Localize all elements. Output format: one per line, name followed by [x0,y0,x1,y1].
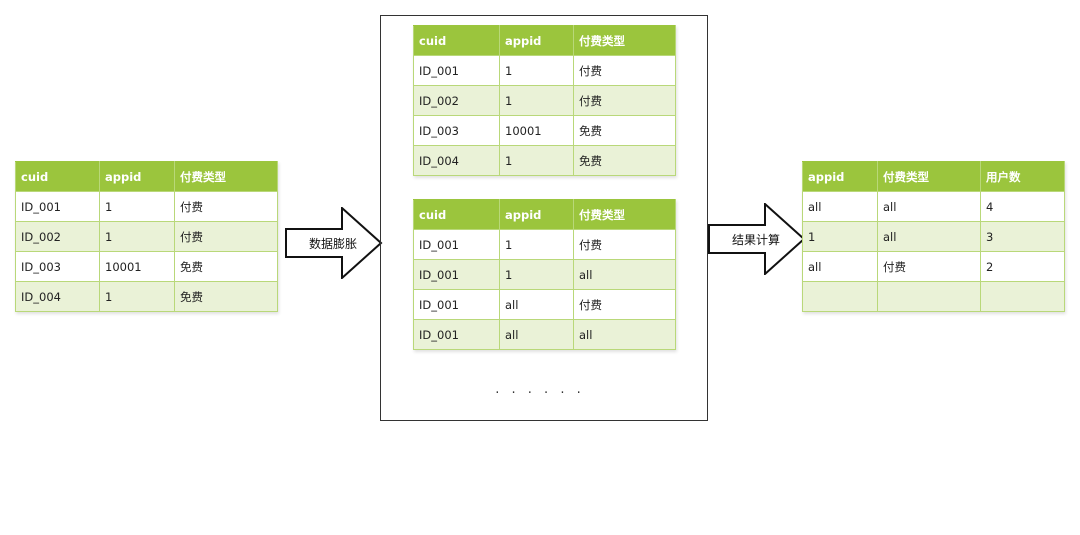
right-arrow-icon [708,203,806,275]
table-row: ID_003 10001 免费 [413,115,676,146]
column-header: appid [802,161,878,192]
table-cell: 免费 [573,115,676,146]
table-cell: ID_001 [413,55,500,86]
table-cell: 付费 [174,221,278,252]
table-header-row: appid 付费类型 用户数 [802,161,1065,192]
column-header: 付费类型 [573,25,676,56]
table-cell: 3 [980,221,1065,252]
table-cell: 1 [99,191,175,222]
table-cell [877,281,981,312]
result-table: appid 付费类型 用户数 all all 4 1 all 3 all 付费 … [802,161,1065,312]
table-row: ID_002 1 付费 [413,85,676,116]
table-cell: all [573,259,676,290]
table-row: ID_001 all all [413,319,676,350]
table-cell: 1 [499,259,574,290]
expanded-table-combinations: cuid appid 付费类型 ID_001 1 付费 ID_001 1 all… [413,199,676,350]
arrow-label: 数据膨胀 [309,237,358,251]
table-cell: 免费 [174,281,278,312]
table-cell: all [573,319,676,350]
expanded-table-original: cuid appid 付费类型 ID_001 1 付费 ID_002 1 付费 … [413,25,676,176]
table-cell: 10001 [99,251,175,282]
table-cell: 1 [802,221,878,252]
table-row: ID_001 all 付费 [413,289,676,320]
column-header: cuid [413,199,500,230]
table-header-row: cuid appid 付费类型 [413,25,676,56]
table-cell: 付费 [877,251,981,282]
table-row: ID_003 10001 免费 [15,251,278,282]
column-header: 付费类型 [174,161,278,192]
table-row: ID_004 1 免费 [15,281,278,312]
table-row: 1 all 3 [802,221,1065,252]
table-row [802,281,1065,312]
table-row: ID_001 1 付费 [413,55,676,86]
table-row: ID_001 1 付费 [413,229,676,260]
table-row: all all 4 [802,191,1065,222]
expand-arrow: 数据膨胀 [285,207,383,279]
table-cell: 付费 [573,229,676,260]
table-cell: 免费 [174,251,278,282]
table-header-row: cuid appid 付费类型 [413,199,676,230]
expanded-data-frame [380,15,708,421]
column-header: 付费类型 [877,161,981,192]
table-cell: ID_001 [413,289,500,320]
table-cell: 付费 [573,55,676,86]
table-cell: 1 [99,281,175,312]
table-header-row: cuid appid 付费类型 [15,161,278,192]
column-header: 付费类型 [573,199,676,230]
table-cell: 付费 [573,85,676,116]
table-cell: ID_001 [413,229,500,260]
table-row: all 付费 2 [802,251,1065,282]
table-cell: all [802,251,878,282]
source-table: cuid appid 付费类型 ID_001 1 付费 ID_002 1 付费 … [15,161,278,312]
table-cell: all [499,319,574,350]
table-cell: 1 [499,229,574,260]
compute-arrow: 结果计算 [708,203,806,275]
table-row: ID_001 1 all [413,259,676,290]
table-cell: 4 [980,191,1065,222]
table-cell: 1 [99,221,175,252]
table-row: ID_002 1 付费 [15,221,278,252]
table-cell [802,281,878,312]
column-header: 用户数 [980,161,1065,192]
table-cell: all [499,289,574,320]
column-header: appid [99,161,175,192]
right-arrow-icon [285,207,383,279]
table-cell: ID_002 [413,85,500,116]
column-header: appid [499,199,574,230]
table-cell: ID_002 [15,221,100,252]
table-cell: all [802,191,878,222]
column-header: cuid [15,161,100,192]
table-cell: all [877,191,981,222]
table-cell: 10001 [499,115,574,146]
table-cell: 付费 [174,191,278,222]
table-cell: 付费 [573,289,676,320]
table-row: ID_001 1 付费 [15,191,278,222]
table-cell: ID_001 [413,259,500,290]
table-cell: ID_003 [413,115,500,146]
column-header: appid [499,25,574,56]
continuation-ellipsis: . . . . . . [495,382,585,397]
table-cell: 2 [980,251,1065,282]
table-cell: 1 [499,55,574,86]
table-cell: ID_001 [413,319,500,350]
table-row: ID_004 1 免费 [413,145,676,176]
table-cell: ID_004 [15,281,100,312]
column-header: cuid [413,25,500,56]
table-cell: 1 [499,85,574,116]
table-cell: ID_003 [15,251,100,282]
table-cell: 1 [499,145,574,176]
table-cell: all [877,221,981,252]
table-cell: 免费 [573,145,676,176]
table-cell [980,281,1065,312]
table-cell: ID_004 [413,145,500,176]
table-cell: ID_001 [15,191,100,222]
arrow-label: 结果计算 [732,233,781,247]
